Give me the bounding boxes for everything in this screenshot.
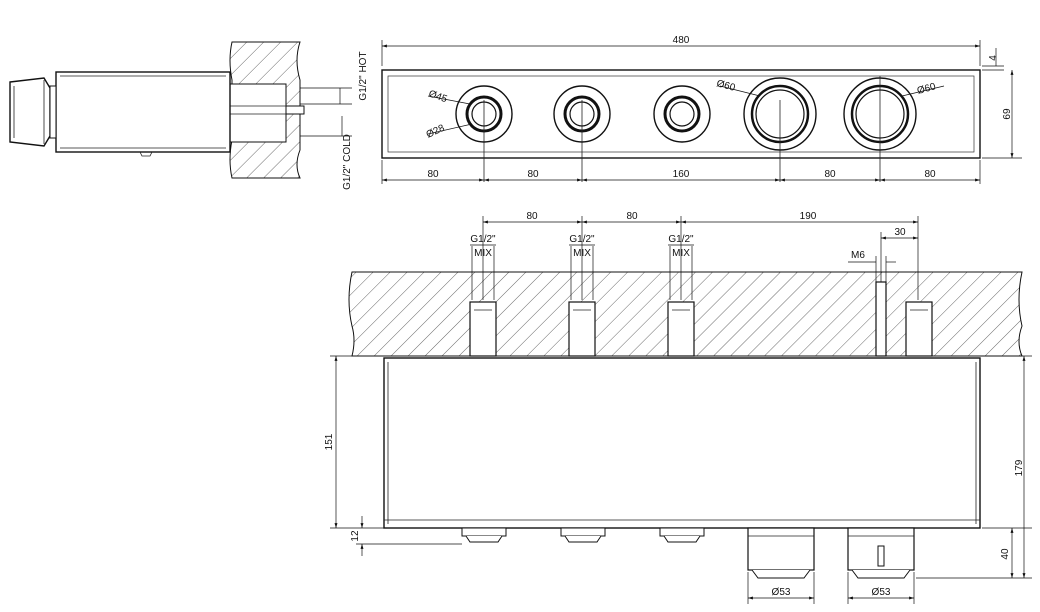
front-view: Ø45 Ø28 Ø60 Ø60 480 4 69 80 80 160 80 80 bbox=[381, 35, 1022, 184]
base-knob-3 bbox=[659, 527, 705, 543]
port-stub-4 bbox=[905, 301, 933, 357]
top-view: 80 80 190 30 G1/2" MIX G1/2" MIX G1/2" M… bbox=[324, 211, 1032, 604]
dim-lip: 4 bbox=[988, 55, 999, 61]
svg-text:G1/2": G1/2" bbox=[569, 234, 595, 245]
svg-text:MIX: MIX bbox=[474, 248, 492, 259]
port-label-1: G1/2" MIX bbox=[470, 234, 496, 300]
dim-offset-m6: 30 bbox=[894, 227, 906, 238]
svg-text:G1/2": G1/2" bbox=[668, 234, 694, 245]
side-pipe bbox=[285, 105, 305, 115]
svg-text:MIX: MIX bbox=[672, 248, 690, 259]
dim-body-height: 151 bbox=[324, 433, 335, 450]
dim-height: 69 bbox=[1002, 108, 1013, 120]
dim-dia-left: Ø53 bbox=[772, 587, 791, 598]
knob-3[interactable] bbox=[653, 85, 711, 143]
svg-text:G1/2": G1/2" bbox=[470, 234, 496, 245]
dim-total-height: 179 bbox=[1014, 459, 1025, 476]
dim-foot-height: 12 bbox=[350, 530, 361, 542]
large-knob-right-dia-label: Ø60 bbox=[916, 81, 938, 97]
base-knob-4 bbox=[747, 527, 815, 579]
port-label-3: G1/2" MIX bbox=[668, 234, 694, 300]
base-knob-1 bbox=[461, 527, 507, 543]
hot-label: G1/2" HOT bbox=[358, 51, 369, 100]
dim-dia-right: Ø53 bbox=[872, 587, 891, 598]
svg-text:MIX: MIX bbox=[573, 248, 591, 259]
large-knob-left-dia-label: Ø60 bbox=[715, 78, 737, 94]
dim-overall-width: 480 bbox=[673, 35, 690, 46]
base-knob-2 bbox=[560, 527, 606, 543]
dim-seg-5: 80 bbox=[924, 169, 936, 180]
side-view: G1/2" HOT G1/2" COLD bbox=[9, 41, 369, 190]
port-label-2: G1/2" MIX bbox=[569, 234, 595, 300]
dim-seg-2: 80 bbox=[527, 169, 539, 180]
dim-seg-1: 80 bbox=[427, 169, 439, 180]
top-body bbox=[383, 357, 981, 529]
port-stub-2 bbox=[568, 301, 596, 357]
dim-spacing-a: 80 bbox=[526, 211, 538, 222]
dim-seg-3: 160 bbox=[673, 169, 690, 180]
cold-label: G1/2" COLD bbox=[342, 134, 353, 190]
base-knob-5 bbox=[847, 527, 915, 579]
port-stub-3 bbox=[667, 301, 695, 357]
m6-label: M6 bbox=[851, 250, 865, 261]
m6-stud bbox=[875, 281, 887, 357]
dim-spout-height: 40 bbox=[1000, 548, 1011, 560]
dim-spacing-b: 80 bbox=[626, 211, 638, 222]
dim-spacing-c: 190 bbox=[800, 211, 817, 222]
side-body bbox=[55, 71, 231, 153]
side-wall-recess bbox=[229, 83, 287, 143]
dim-seg-4: 80 bbox=[824, 169, 836, 180]
